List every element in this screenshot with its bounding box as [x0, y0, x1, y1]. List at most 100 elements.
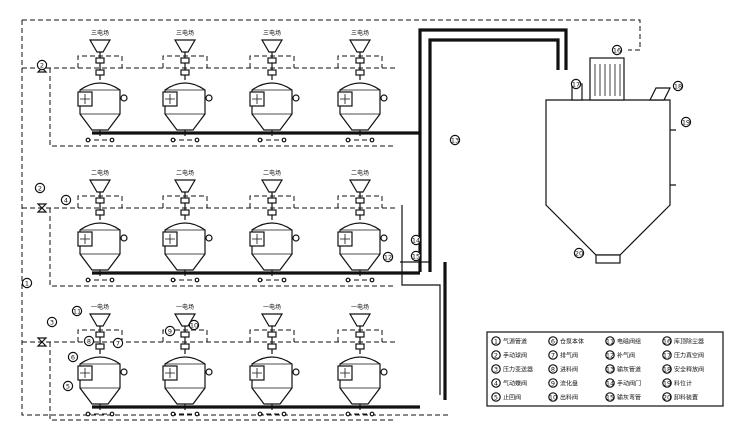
bottom-valve: [369, 411, 375, 417]
pressure-vessel-unit: 三电场: [249, 29, 300, 143]
feed-valve: [355, 57, 365, 64]
feed-hopper: [173, 39, 197, 53]
hopper-label: 一电场: [91, 303, 109, 311]
row-callout: 2: [34, 182, 46, 194]
legend-text: 出料阀: [560, 394, 578, 402]
air-header-line: [22, 19, 641, 51]
callout-circle: [67, 351, 79, 363]
legend-text: 卸料装置: [674, 394, 698, 402]
row-callout: 5: [62, 380, 74, 392]
feed-valve: [180, 343, 190, 350]
callout-circle: [410, 250, 422, 262]
hopper-label: 三电场: [176, 29, 194, 37]
legend-number: 19: [663, 379, 671, 387]
callout-number: 2: [38, 184, 42, 192]
legend-number-circle: [548, 392, 558, 402]
feed-valve: [180, 57, 190, 64]
feed-valve: [95, 197, 105, 204]
silo-body: [545, 99, 671, 256]
row-callout: 7: [112, 337, 124, 349]
control-box-cross: [165, 368, 175, 378]
row-air-line: [49, 342, 395, 421]
hopper-label: 二电场: [91, 169, 109, 177]
safety-relief-valve: [649, 87, 671, 101]
feed-valve: [180, 197, 190, 204]
feed-valve: [180, 331, 190, 338]
control-bracket: [162, 329, 208, 342]
pressure-vessel-unit: 二电场: [77, 169, 128, 283]
callout-circle: [62, 380, 74, 392]
callout-number: 14: [412, 236, 420, 244]
pressure-gauge: [292, 234, 300, 242]
legend-number-circle: [491, 364, 501, 374]
legend-number: 7: [551, 351, 555, 359]
hopper-label: 三电场: [91, 29, 109, 37]
feed-valve: [95, 209, 105, 216]
feed-hopper: [348, 179, 372, 193]
hopper-label: 二电场: [351, 169, 369, 177]
callout-circle: [83, 335, 95, 347]
hopper-label: 一电场: [176, 303, 194, 311]
legend-number: 9: [551, 379, 555, 387]
pressure-gauge: [120, 368, 128, 376]
control-bracket: [162, 55, 208, 68]
silo-callout: 19: [680, 116, 692, 128]
branch-line: [401, 205, 441, 395]
callout-number: 18: [674, 82, 682, 90]
legend-text: 仓泵本体: [560, 338, 584, 346]
bottom-valve: [257, 277, 263, 283]
callout-number: 3: [50, 318, 54, 326]
air-header-line: [21, 20, 450, 416]
pressure-vessel-unit: 一电场: [162, 303, 213, 417]
feed-hopper: [348, 313, 372, 327]
pressure-vessel-unit: 一电场: [77, 303, 128, 417]
callout-number: 15: [412, 252, 420, 260]
legend-number-circle: [491, 350, 501, 360]
bottom-valve: [194, 137, 200, 143]
legend-text: 流化盘: [560, 380, 578, 388]
control-box-cross: [80, 368, 90, 378]
silo-callout: 16: [611, 44, 623, 56]
row-air-line: [49, 68, 395, 147]
legend-number: 16: [663, 337, 671, 345]
silo-callout: 18: [672, 80, 684, 92]
storage-silo: 料仓: [545, 57, 676, 264]
pressure-gauge: [380, 368, 388, 376]
legend-number: 5: [494, 393, 498, 401]
bottom-valve: [109, 137, 115, 143]
callout-number: 13: [451, 136, 459, 144]
silo-callout: 20: [573, 247, 585, 259]
bottom-valve: [345, 411, 351, 417]
legend-number: 20: [663, 393, 671, 401]
control-bracket: [249, 55, 295, 68]
bottom-valve: [194, 277, 200, 283]
pressure-vessel-units: 三电场三电场三电场三电场二电场二电场二电场二电场一电场一电场一电场一电场: [22, 29, 420, 421]
control-bracket: [337, 195, 383, 208]
legend-number: 4: [494, 379, 498, 387]
control-box-cross: [340, 368, 350, 378]
control-bracket: [77, 55, 123, 68]
pressure-vessel-unit: 三电场: [77, 29, 128, 143]
vessel-row-row-1: 一电场一电场一电场一电场: [22, 303, 420, 421]
legend-number: 17: [663, 351, 671, 359]
legend-text: 电磁阀组: [617, 338, 641, 346]
legend-number-circle: [605, 392, 615, 402]
level-meter: [670, 129, 676, 186]
feed-valve: [267, 69, 277, 76]
feed-hopper: [173, 179, 197, 193]
pressure-gauge: [205, 94, 213, 102]
feed-valve: [180, 69, 190, 76]
feed-valve: [355, 209, 365, 216]
pressure-gauge: [292, 94, 300, 102]
callout-number: 1: [25, 279, 29, 287]
vessel-row-row-3: 三电场三电场三电场三电场: [22, 29, 420, 147]
